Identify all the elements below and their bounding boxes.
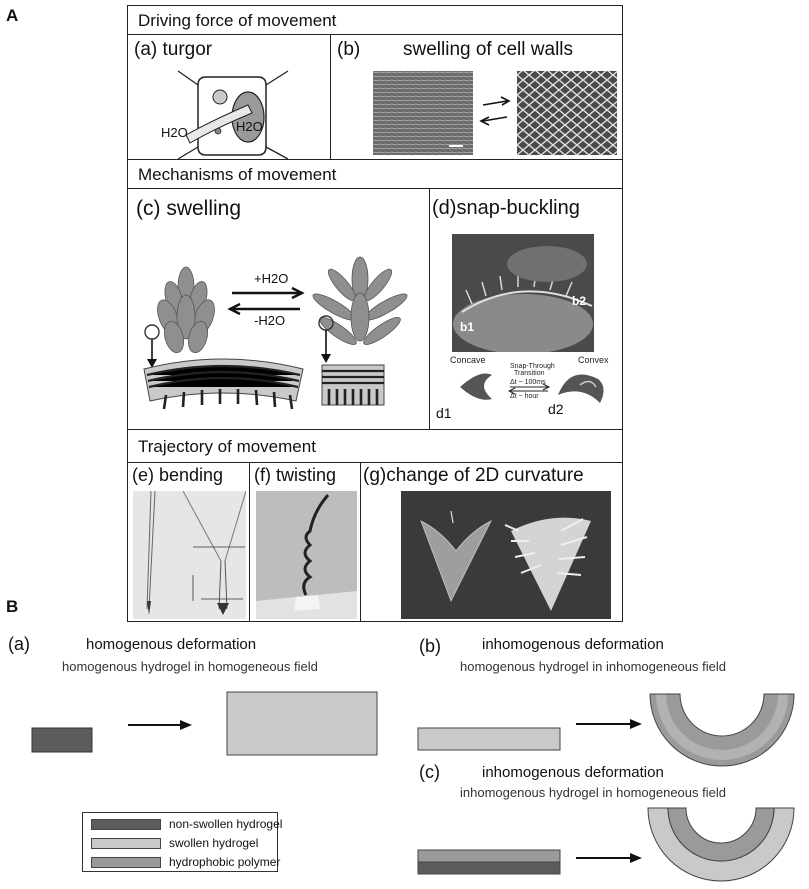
d1-label: d1 (436, 405, 452, 421)
minus-water-label: -H2O (254, 313, 286, 328)
panel-twisting: (f) twisting (249, 462, 361, 622)
dt-fast-label: Δt ~ 100ms (510, 379, 546, 386)
driving-force-header-box: Driving force of movement (127, 5, 623, 35)
b-panel-a-label: (a) (8, 634, 30, 654)
legend-item-non-swollen: non-swollen hydrogel (91, 815, 282, 833)
pine-cone-scale-diagram (143, 256, 408, 410)
concave-label: Concave (450, 355, 486, 365)
snap-through-diagram (460, 373, 604, 403)
legend-item-swollen: swollen hydrogel (91, 834, 258, 852)
twisting-photo (256, 491, 357, 619)
bending-photo (133, 491, 246, 619)
panel-snap-buckling-label: (d)snap-buckling (432, 197, 580, 219)
b-panel-b-title: inhomogenous deformation (482, 636, 664, 653)
panel-cell-wall-label: (b) (337, 39, 361, 60)
legend-item-hydrophobic: hydrophobic polymer (91, 853, 280, 871)
inhomogenous-gel-diagram (417, 807, 795, 882)
b-panel-a-subtitle: homogenous hydrogel in homogeneous field (62, 659, 318, 674)
mechanisms-header: Mechanisms of movement (138, 165, 337, 184)
panel-twisting-label: (f) twisting (254, 465, 337, 485)
panel-cell-wall-swelling: (b) swelling of cell walls (330, 34, 623, 160)
homogenous-deformation-diagram (31, 691, 378, 756)
b-panel-b-label: (b) (419, 636, 441, 656)
driving-force-header: Driving force of movement (138, 11, 337, 30)
curvature-photo (401, 491, 611, 619)
panel-curvature-label: (g)change of 2D curvature (363, 465, 584, 486)
panel-bending: (e) bending (127, 462, 250, 622)
transition-label-1: Snap-Through (510, 363, 555, 370)
legend: non-swollen hydrogel swollen hydrogel hy… (82, 812, 282, 872)
figure-letter-b: B (6, 597, 19, 616)
water-outer-label: H2O (161, 125, 188, 140)
b-panel-a-title: homogenous deformation (86, 636, 257, 653)
b-panel-c-title: inhomogenous deformation (482, 764, 664, 781)
inhomogenous-field-diagram (417, 693, 795, 767)
b1-label: b1 (460, 320, 475, 334)
transition-label-2: Transition (514, 370, 545, 377)
panel-turgor: (a) turgor H2O H2O (127, 34, 331, 160)
legend-swatch-hydrophobic (91, 856, 161, 868)
turgor-cell-icon (177, 70, 289, 160)
legend-swatch-swollen (91, 837, 161, 849)
dt-slow-label: Δt ~ hour (510, 393, 539, 400)
venus-flytrap-photo: b1 b2 (452, 234, 594, 352)
trajectory-header: Trajectory of movement (138, 437, 316, 456)
trajectory-header-box: Trajectory of movement (127, 429, 623, 463)
convex-label: Convex (578, 355, 609, 365)
plus-water-label: +H2O (254, 271, 289, 286)
panel-snap-buckling: (d)snap-buckling b1 b2 Concave Convex Sn… (429, 188, 623, 430)
figure-letter-a: A (6, 6, 19, 25)
water-inner-label: H2O (236, 119, 263, 134)
panel-swelling-label: (c) swelling (136, 197, 242, 220)
panel-curvature: (g)change of 2D curvature (360, 462, 623, 622)
cell-wall-micrographs (373, 71, 617, 155)
b-panel-b-subtitle: homogenous hydrogel in inhomogeneous fie… (460, 659, 726, 674)
panel-swelling: (c) swelling (127, 188, 430, 430)
b2-label: b2 (572, 294, 587, 308)
b-panel-c-label: (c) (419, 762, 440, 782)
legend-swatch-non-swollen (91, 818, 161, 830)
panel-bending-label: (e) bending (132, 465, 224, 485)
mechanisms-header-box: Mechanisms of movement (127, 159, 623, 189)
b-panel-c-subtitle: inhomogenous hydrogel in homogeneous fie… (460, 785, 726, 800)
panel-turgor-label: (a) turgor (134, 39, 213, 60)
panel-cell-wall-title: swelling of cell walls (403, 39, 574, 60)
legend-label-swollen: swollen hydrogel (169, 836, 259, 850)
legend-label-hydrophobic: hydrophobic polymer (169, 855, 281, 869)
d2-label: d2 (548, 401, 564, 417)
legend-label-non-swollen: non-swollen hydrogel (169, 817, 283, 831)
